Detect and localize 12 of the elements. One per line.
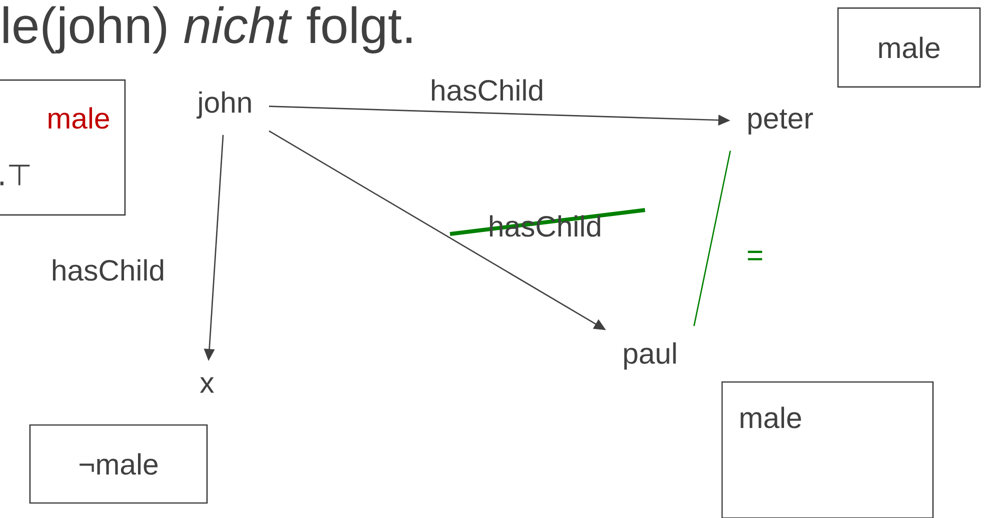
heading: le(john) nicht folgt. [4,6,412,54]
concept-box: male .⊤ [0,79,126,216]
edge-label: hasChild [52,259,164,281]
concept-box: ¬male [29,424,208,504]
node-label: x [200,377,214,393]
edge-label: = [748,250,762,260]
concept-box: male [721,381,934,518]
node-label: john [196,91,251,119]
edge-label: hasChild [432,79,542,101]
node-label: peter [748,109,813,135]
node-label: paul [624,342,676,370]
concept-box: male [837,7,981,88]
